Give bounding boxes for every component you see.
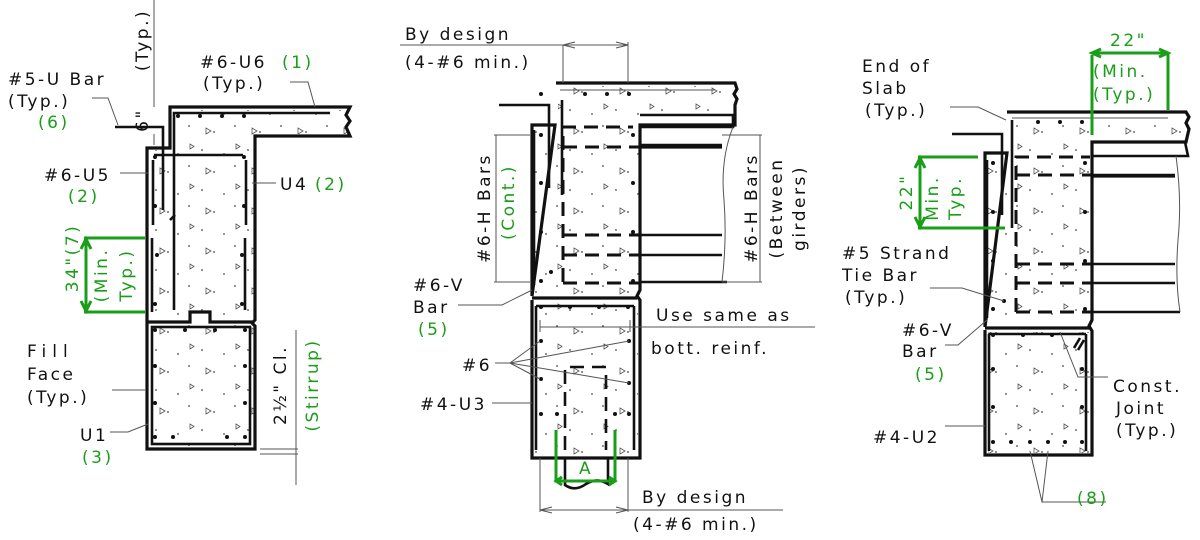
use-same-2: bott. reinf. bbox=[651, 339, 769, 359]
left-detail: #5-U Bar (Typ.) (6) 6" (Typ.) #6-U6 (1) … bbox=[8, 0, 353, 485]
six-in-typ: (Typ.) bbox=[133, 9, 153, 71]
fill-face-3: (Typ.) bbox=[27, 388, 89, 408]
top-dim: 22" bbox=[1110, 31, 1147, 51]
side-typ: Typ. bbox=[946, 176, 966, 221]
stirrup-label: (Stirrup) bbox=[303, 338, 323, 431]
strand-3: (Typ.) bbox=[845, 288, 907, 308]
u-bar-num: (6) bbox=[38, 113, 70, 133]
v-bar-num: (5) bbox=[915, 365, 947, 385]
joint-1: Const. bbox=[1113, 377, 1182, 397]
middle-outline bbox=[530, 81, 739, 460]
six-in-label: 6" bbox=[133, 108, 153, 132]
v-bar-num: (5) bbox=[418, 320, 450, 340]
u4-label: U4 bbox=[280, 175, 308, 195]
use-same-1: Use same as bbox=[656, 306, 792, 326]
u6-num: (1) bbox=[282, 53, 314, 73]
u1-stirrup bbox=[150, 325, 252, 446]
between-2: girders) bbox=[790, 165, 810, 251]
dim-a: A bbox=[579, 459, 593, 479]
v-bar-2: Bar bbox=[413, 298, 450, 318]
top-by-design: By design bbox=[405, 25, 511, 45]
strand-num: (8) bbox=[1077, 489, 1109, 509]
u4-num: (2) bbox=[315, 175, 347, 195]
end-slab-3: (Typ.) bbox=[865, 101, 927, 121]
bottom-by-design: By design bbox=[642, 488, 748, 508]
end-slab-2: Slab bbox=[862, 79, 909, 99]
u5-label: #6-U5 bbox=[44, 166, 111, 186]
u5-num: (2) bbox=[68, 187, 100, 207]
u2-label: #4-U2 bbox=[873, 428, 940, 448]
v-bar-1: #6-V bbox=[902, 321, 954, 341]
h-bars-cont: #6-H Bars bbox=[475, 153, 495, 263]
cont-label: (Cont.) bbox=[499, 164, 519, 240]
joint-2: Joint bbox=[1115, 399, 1166, 419]
v-bar-2: Bar bbox=[902, 342, 939, 362]
u6-label: #6-U6 bbox=[200, 53, 267, 73]
middle-detail: By design (4-#6 min.) #6-H Bars (Cont.) … bbox=[400, 25, 815, 535]
clear-cover: 2½" Cl. bbox=[271, 345, 291, 425]
bottom-min: (4-#6 min.) bbox=[633, 515, 759, 535]
u1-num: (3) bbox=[82, 448, 114, 468]
side-min: Min. bbox=[923, 175, 943, 221]
six-bars-label: #6 bbox=[462, 356, 492, 376]
fill-face-1: Fill bbox=[27, 342, 74, 362]
u6-bar bbox=[172, 111, 330, 310]
lap-dim: 34"(7) bbox=[63, 224, 83, 293]
fill-face-2: Face bbox=[27, 365, 75, 385]
end-slab-1: End of bbox=[862, 57, 931, 77]
u-bar-label: #5-U Bar bbox=[8, 70, 106, 90]
u3-label: #4-U3 bbox=[420, 395, 487, 415]
top-typ: (Typ.) bbox=[1093, 85, 1155, 105]
side-dim: 22" bbox=[897, 174, 917, 211]
joint-3: (Typ.) bbox=[1116, 421, 1178, 441]
strand-2: Tie Bar bbox=[841, 266, 919, 286]
v-bar-1: #6-V bbox=[413, 276, 465, 296]
u-bar-typ: (Typ.) bbox=[8, 92, 70, 112]
left-outline bbox=[145, 105, 353, 451]
u6-typ: (Typ.) bbox=[203, 74, 265, 94]
u1-label: U1 bbox=[80, 426, 108, 446]
top-min: (4-#6 min.) bbox=[405, 53, 531, 73]
strand-1: #5 Strand bbox=[842, 244, 951, 264]
top-min: (Min. bbox=[1093, 62, 1148, 82]
right-detail: End of Slab (Typ.) 22" (Min. (Typ.) 22" … bbox=[841, 31, 1191, 509]
h-bars-between: #6-H Bars bbox=[742, 153, 762, 263]
between-1: (Between bbox=[767, 157, 787, 258]
lap-min: (Min. bbox=[92, 248, 112, 303]
lap-typ: Typ.) bbox=[117, 248, 137, 302]
